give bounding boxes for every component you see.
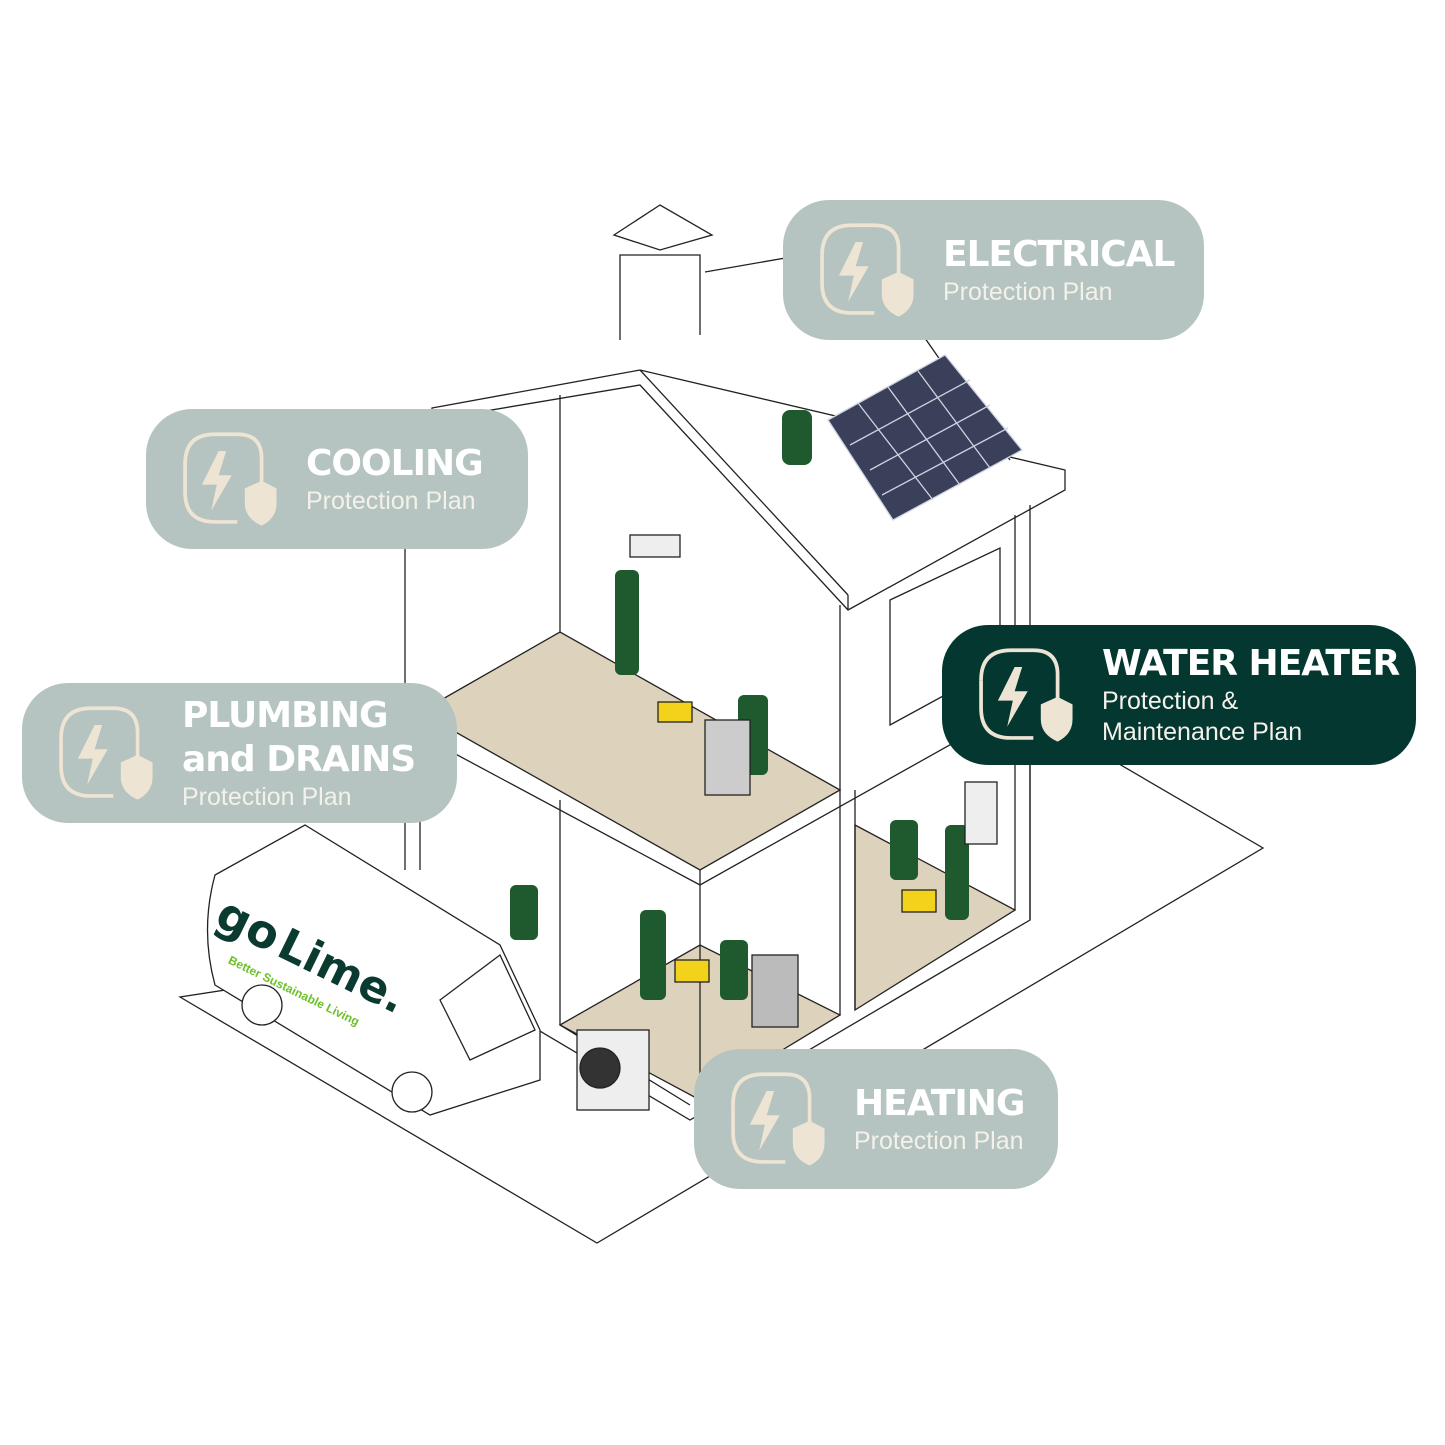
water-heater-card[interactable]: WATER HEATER Protection & Maintenance Pl… [942, 625, 1416, 765]
card-subtitle-line1: Protection & [1102, 687, 1239, 715]
heating-card[interactable]: HEATING Protection Plan [694, 1049, 1058, 1189]
card-subtitle: Protection Plan [943, 277, 1113, 306]
van-wheel [391, 1071, 433, 1113]
worker-roof [782, 410, 812, 465]
bolt-shield-icon [979, 648, 1075, 744]
solar-grid [849, 370, 1009, 501]
worker-electrical [640, 910, 666, 1000]
van-wheel [241, 984, 283, 1026]
card-subtitle-line2: Maintenance Plan [1102, 718, 1303, 746]
equipment [576, 534, 998, 1111]
card-subtitle: Protection Plan [306, 486, 476, 515]
card-title: WATER HEATER [1102, 643, 1400, 684]
electrical-card[interactable]: ELECTRICAL Protection Plan [783, 200, 1204, 340]
card-subtitle: Protection Plan [854, 1126, 1024, 1155]
workers [510, 410, 969, 1000]
card-title: ELECTRICAL [943, 233, 1175, 275]
ac-unit [629, 534, 681, 558]
van [206, 824, 541, 1116]
bolt-shield-icon [820, 223, 916, 319]
cooling-card[interactable]: COOLING Protection Plan [146, 409, 528, 549]
bolt-shield-icon [731, 1072, 827, 1168]
boiler [751, 954, 799, 1028]
plumbing-card[interactable]: PLUMBING and DRAINS Protection Plan [22, 683, 457, 823]
card-subtitle: Protection Plan [182, 782, 352, 811]
card-title: HEATING [854, 1082, 1025, 1124]
toolbox [657, 701, 693, 723]
worker-cooling [615, 570, 639, 675]
card-title: COOLING [306, 442, 484, 484]
van-windshield [439, 953, 536, 1061]
water-heater-unit [964, 781, 998, 845]
toolbox [901, 889, 937, 913]
toolbox [674, 959, 710, 983]
outdoor-unit-fan [579, 1047, 621, 1089]
worker-waterheater-2 [945, 825, 969, 920]
card-title-line2: and DRAINS [182, 738, 416, 780]
card-title-line1: PLUMBING [182, 694, 389, 736]
worker-plumbing [510, 885, 538, 940]
bolt-shield-icon [59, 706, 155, 802]
duct [704, 719, 751, 796]
bolt-shield-icon [183, 432, 279, 528]
worker-heating [720, 940, 748, 1000]
worker-waterheater-1 [890, 820, 918, 880]
van-body [206, 824, 541, 1116]
